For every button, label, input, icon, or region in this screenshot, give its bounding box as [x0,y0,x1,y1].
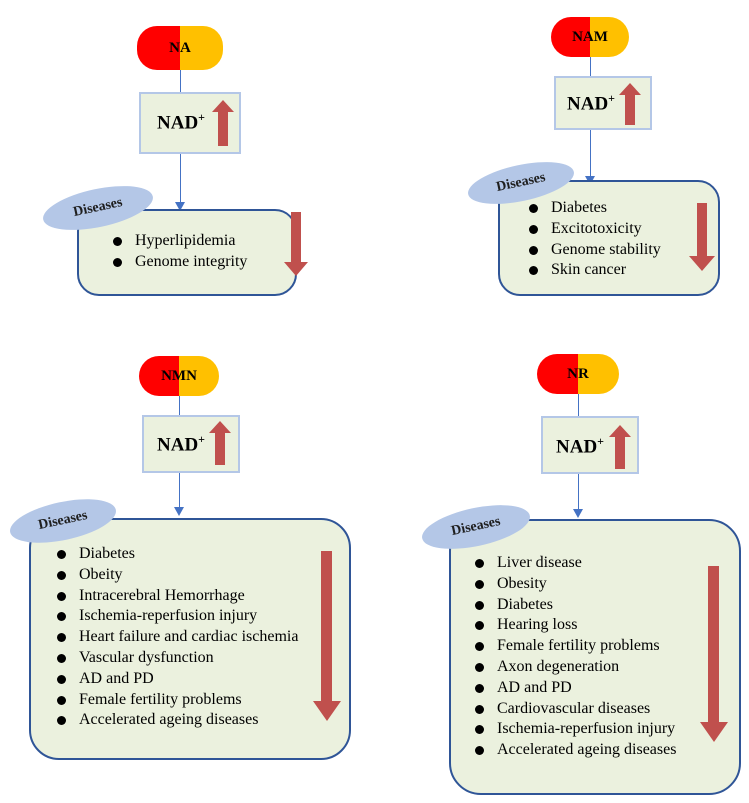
connector-arrowhead [174,507,184,516]
disease-list: Hyperlipidemia Genome integrity [111,231,247,273]
compound-label: NA [169,39,191,56]
down-arrow-icon [689,203,715,271]
disease-list: Diabetes Obeity Intracerebral Hemorrhage… [55,544,298,731]
list-item: Accelerated ageing diseases [473,740,676,761]
up-arrow-icon [212,100,234,146]
compound-pill-na: NA [137,26,223,70]
compound-pill-nr: NR [537,354,619,394]
down-arrow-icon [313,551,341,721]
nad-box [554,76,652,130]
list-item: Ischemia-reperfusion injury [55,606,298,627]
list-item: Female fertility problems [473,636,676,657]
list-item: Liver disease [473,553,676,574]
up-arrow-icon [209,421,231,465]
nad-label: NAD+ [157,432,206,456]
list-item: AD and PD [55,669,298,690]
list-item: Accelerated ageing diseases [55,710,298,731]
list-item: Cardiovascular diseases [473,699,676,720]
diseases-box [449,519,741,795]
compound-label: NR [567,365,589,382]
compound-label: NAM [572,28,608,45]
connector-arrowhead [573,509,583,518]
list-item: AD and PD [473,678,676,699]
nad-label: NAD+ [157,110,206,134]
compound-pill-nam: NAM [551,17,629,57]
list-item: Hyperlipidemia [111,231,247,252]
up-arrow-icon [619,83,641,125]
list-item: Diabetes [527,198,661,219]
list-item: Diabetes [55,544,298,565]
list-item: Intracerebral Hemorrhage [55,586,298,607]
list-item: Diabetes [473,595,676,616]
compound-pill-nmn: NMN [139,356,219,396]
list-item: Axon degeneration [473,657,676,678]
list-item: Heart failure and cardiac ischemia [55,627,298,648]
list-item: Obeity [55,565,298,586]
list-item: Vascular dysfunction [55,648,298,669]
list-item: Genome integrity [111,252,247,273]
diseases-box [29,518,351,760]
compound-label: NMN [161,367,197,384]
list-item: Ischemia-reperfusion injury [473,719,676,740]
nad-label: NAD+ [567,91,616,115]
list-item: Genome stability [527,240,661,261]
list-item: Hearing loss [473,615,676,636]
list-item: Female fertility problems [55,690,298,711]
list-item: Excitotoxicity [527,219,661,240]
up-arrow-icon [609,425,631,469]
down-arrow-icon [284,212,308,276]
list-item: Obesity [473,574,676,595]
connector-arrowhead [175,202,185,211]
disease-list: Diabetes Excitotoxicity Genome stability… [527,198,661,281]
list-item: Skin cancer [527,260,661,281]
nad-label: NAD+ [556,434,605,458]
down-arrow-icon [700,566,728,742]
diseases-box [498,180,720,296]
disease-list: Liver disease Obesity Diabetes Hearing l… [473,553,676,761]
